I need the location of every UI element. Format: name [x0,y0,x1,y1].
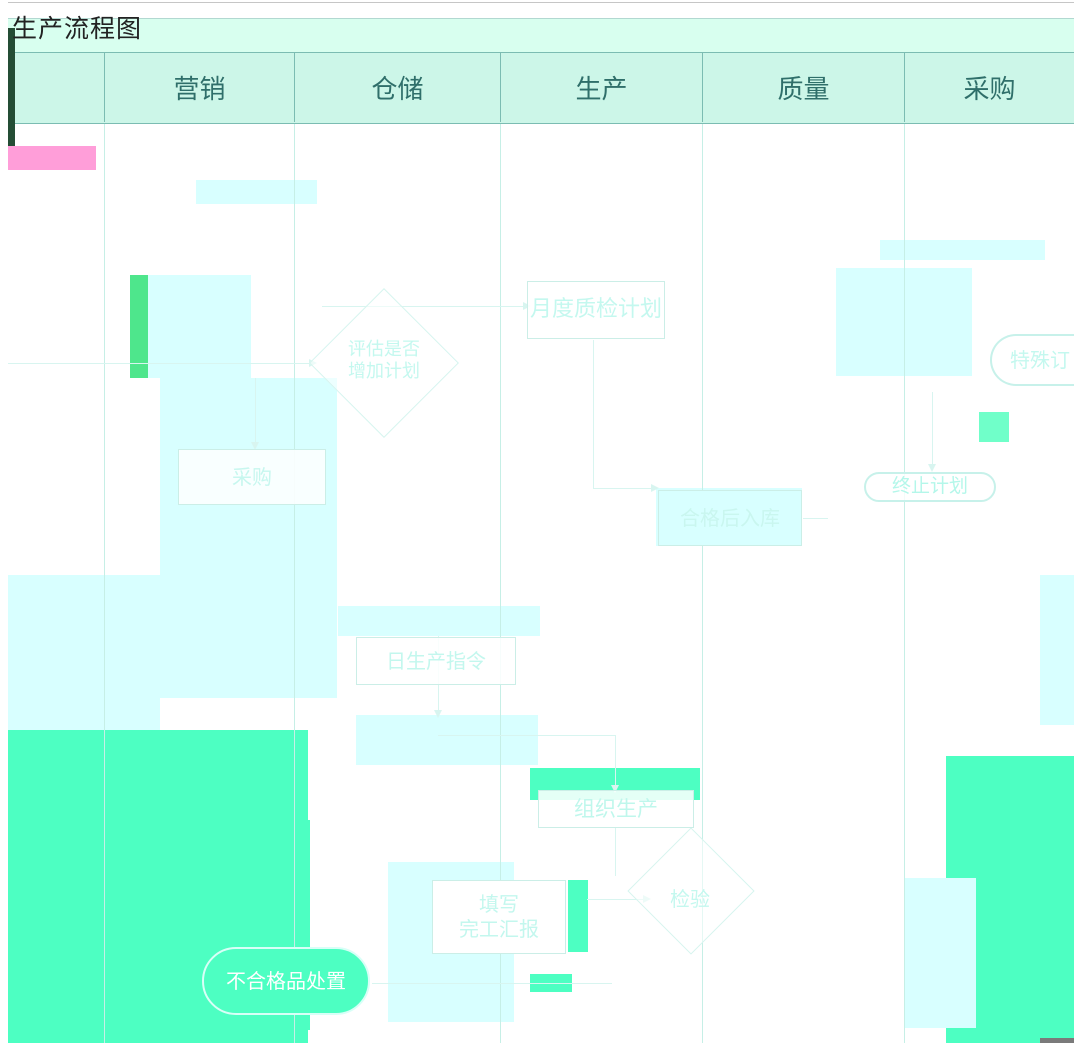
top-border-line [8,2,1074,3]
lane-marketing-header: 营销 [104,52,294,122]
left-dark-accent [8,28,15,146]
inspection-label: 检验 [670,886,710,911]
daily-production-order-box: 日生产指令 [356,637,516,685]
connector-line [932,392,933,470]
connector-line [615,828,616,876]
terminate-plan-pill: 终止计划 [864,472,996,502]
background-region [338,606,540,636]
connector-arrow [434,710,442,718]
connector-arrow [611,785,619,793]
lane-header-row [8,52,1074,124]
lane-divider [104,122,105,1043]
background-region [148,275,251,378]
connector-line [587,899,647,900]
lane-warehouse-header: 仓储 [294,52,500,122]
background-region [196,180,317,204]
connector-line [593,340,594,488]
lane-divider [500,122,501,1043]
connector-line [8,363,313,364]
lane-divider [904,122,905,1043]
lane-production-header: 生产 [500,52,702,122]
title-band [8,18,1074,53]
monthly-quality-plan-box: 月度质检计划 [527,281,665,339]
special-order-pill: 特殊订 [990,334,1074,386]
connector-arrow [928,464,936,472]
background-region [979,412,1009,442]
page-title: 生产流程图 [12,14,143,43]
background-region [356,715,538,765]
lane-quality-header: 质量 [702,52,904,122]
background-region [568,880,588,952]
purchase-box: 采购 [178,449,326,505]
connector-line [438,735,615,736]
lane-divider [702,122,703,1043]
background-region [160,378,337,698]
connector-line [615,735,616,791]
qualified-warehouse-box: 合格后入库 [658,490,802,546]
background-region [880,240,1045,260]
background-region [904,878,976,1028]
connector-arrow [651,484,659,492]
organize-production-box: 组织生产 [538,790,694,828]
connector-arrow [251,442,259,450]
nonconforming-handling-pill: 不合格品处置 [202,947,370,1015]
background-region [8,575,160,730]
background-region [1040,575,1074,725]
connector-line [803,518,828,519]
connector-line [255,378,256,448]
background-region [130,275,148,378]
completion-report-box: 填写 完工汇报 [432,880,566,954]
lane-procurement-header: 采购 [904,52,1074,122]
connector-line [322,306,527,307]
lane-divider [294,122,295,1043]
connector-line [593,488,655,489]
left-pink-accent [8,146,96,170]
background-region [1040,1038,1074,1043]
connector-line [372,983,612,984]
evaluate-add-plan-label: 评估是否 增加计划 [348,339,420,382]
